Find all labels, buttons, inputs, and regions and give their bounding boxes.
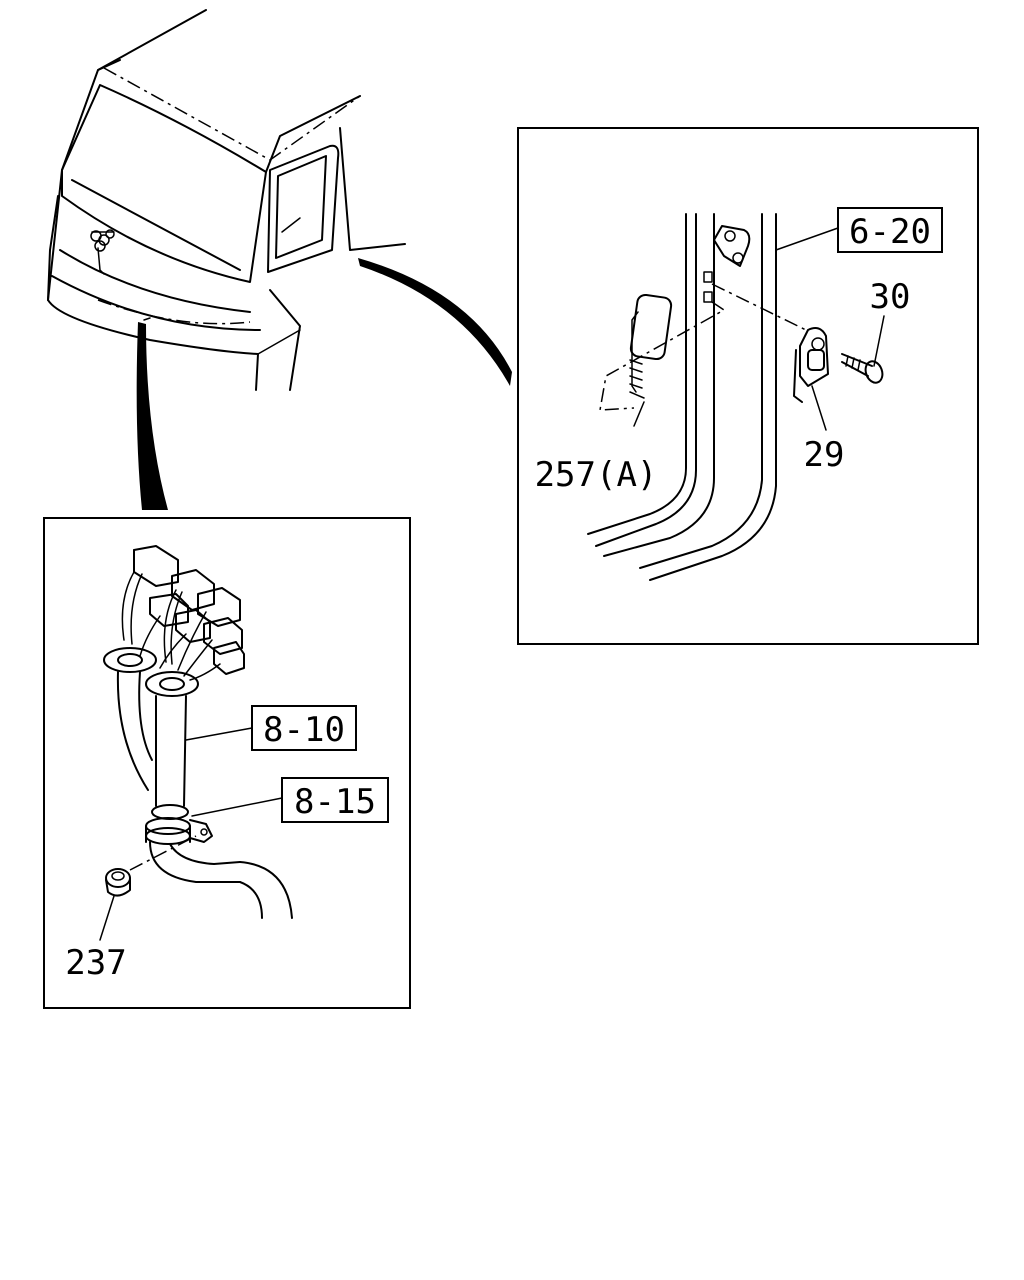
leader-wedge-right: [358, 258, 512, 386]
part-label-29: 29: [804, 435, 845, 475]
harness-connectors: [121, 545, 245, 681]
callout-8-15: 8-15: [191, 777, 389, 823]
harness-detail-panel: 8-10 8-15 237: [43, 517, 411, 1009]
part-label-237: 237: [65, 943, 126, 983]
callout-8-15-label: 8-15: [294, 782, 376, 822]
leader-wedge-lower: [136, 322, 168, 510]
callout-6-20: 6-20: [775, 207, 943, 253]
harness-grommets: [103, 647, 199, 697]
door-switch-detail-panel: 6-20 30 29 257(A): [517, 127, 979, 645]
tailgate-harness-detail: [90, 229, 115, 275]
part-label-257a: 257(A): [535, 455, 658, 495]
callout-6-20-label: 6-20: [849, 212, 931, 252]
callout-8-10: 8-10: [185, 705, 357, 751]
door-switch-part-29: [793, 327, 829, 431]
screw-part-30: [841, 315, 885, 384]
nut-part-237: [99, 835, 197, 941]
cap-part-257a: [629, 293, 673, 427]
callout-8-10-label: 8-10: [263, 710, 345, 750]
part-label-30: 30: [870, 277, 911, 317]
vehicle-rear-view: [47, 9, 406, 391]
